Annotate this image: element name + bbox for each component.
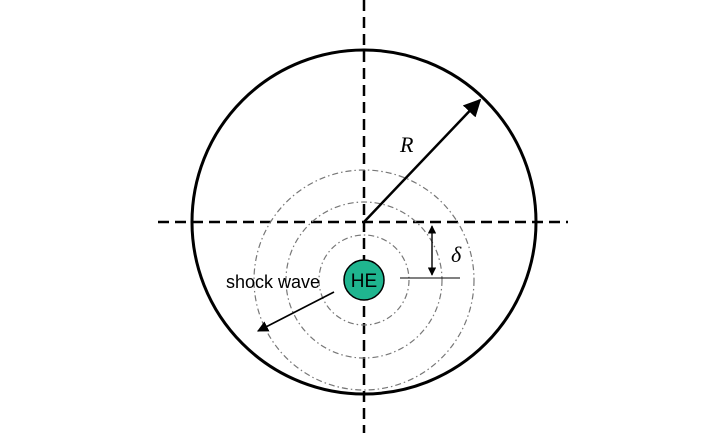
shock-wave-rings [253,169,475,391]
radius-arrow [363,98,482,223]
he-charge-label: HE [351,271,377,292]
radius-label: R [399,132,414,157]
shock-ring-3 [253,169,475,391]
shock-ring-1 [318,234,410,326]
he-charge [343,259,385,301]
offset-label: δ [451,242,462,267]
shock-wave-arrow [257,291,335,332]
shock-ring-2 [285,201,443,359]
outer-boundary-circle [190,48,538,396]
shock-wave-label: shock wave [226,272,320,292]
